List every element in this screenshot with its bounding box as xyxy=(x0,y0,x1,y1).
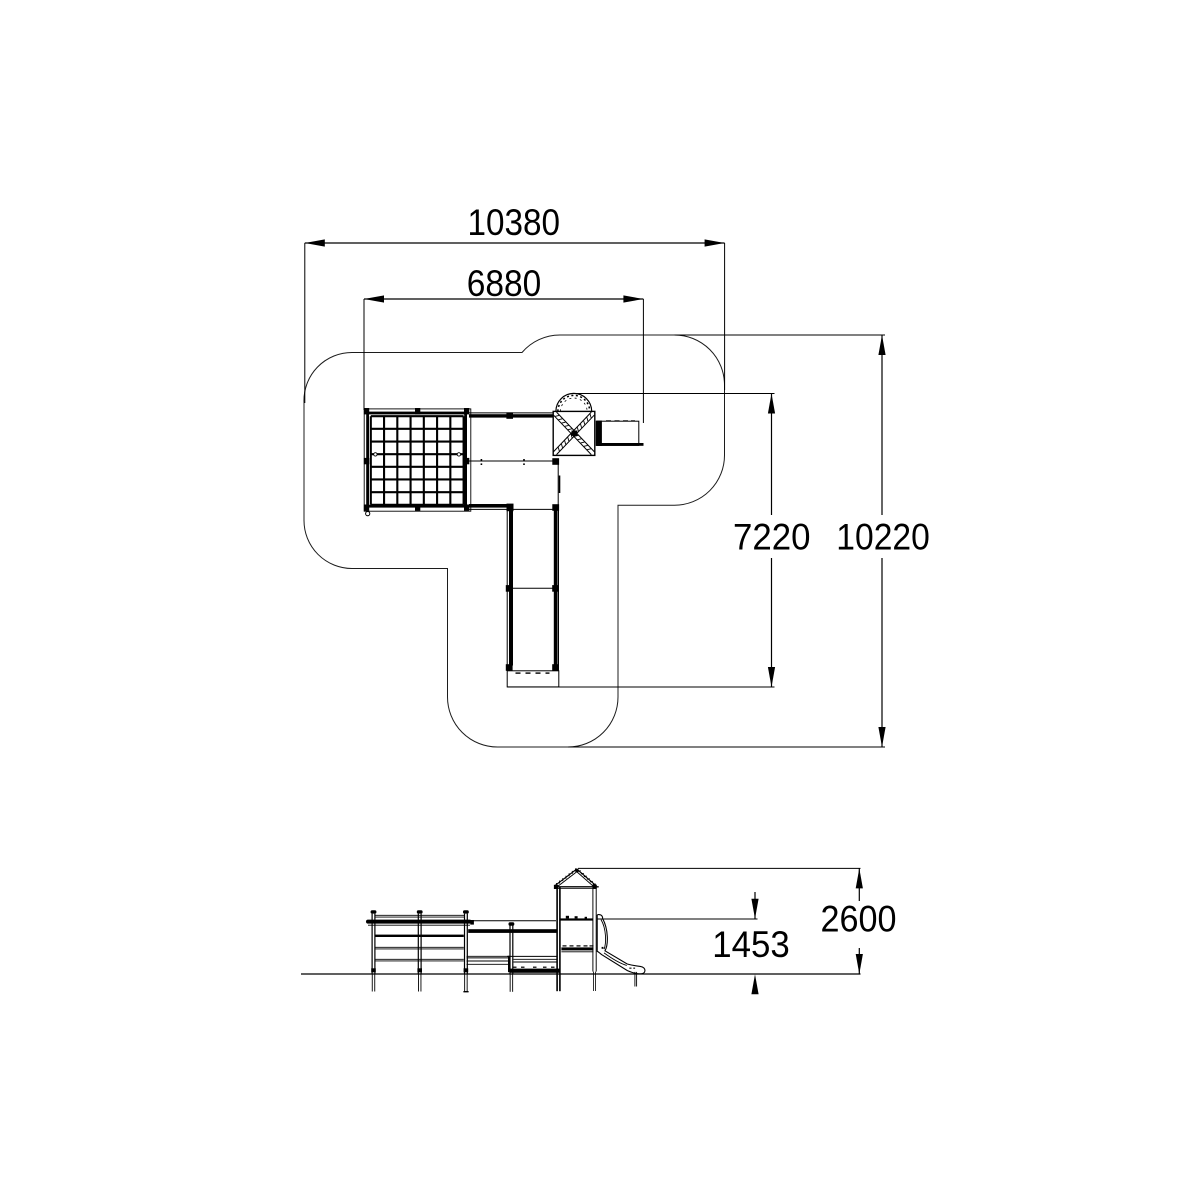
svg-text:7220: 7220 xyxy=(733,516,811,558)
svg-text:2600: 2600 xyxy=(821,898,897,940)
svg-text:10220: 10220 xyxy=(836,516,930,558)
svg-text:6880: 6880 xyxy=(467,262,542,304)
svg-text:10380: 10380 xyxy=(468,201,561,243)
svg-text:1453: 1453 xyxy=(712,923,790,965)
